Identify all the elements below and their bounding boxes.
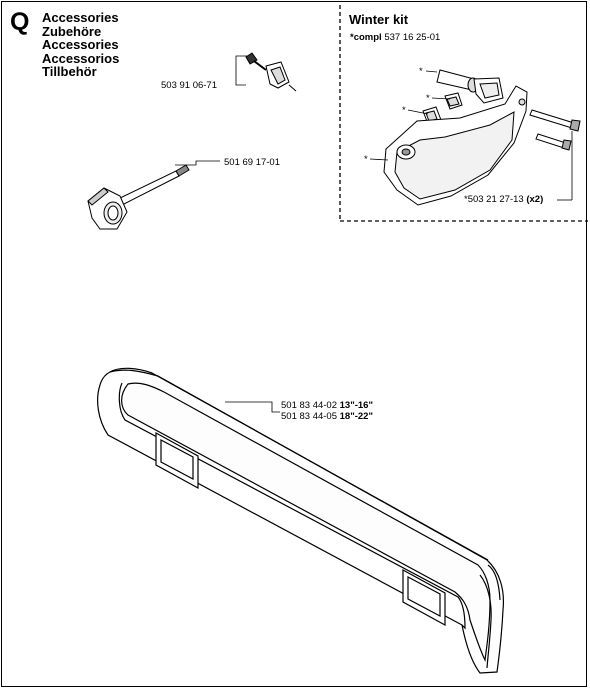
title-french: Accessories [42, 37, 119, 52]
screw-part-label: *503 21 27-13 (x2) [464, 194, 543, 205]
winter-kit-parts [383, 69, 581, 206]
section-letter: Q [10, 8, 30, 36]
asterisk-marker-tube: * [419, 66, 423, 77]
bar-guard-leader [225, 401, 280, 413]
bar-guard-part [97, 367, 505, 674]
asterisk-marker-clip-1: * [426, 93, 430, 104]
screw-part-number: *503 21 27-13 [464, 194, 524, 205]
winter-kit-box [339, 5, 588, 222]
wrench-part [87, 164, 190, 230]
guard-label-2: 501 83 44-05 18"-22" [281, 411, 373, 422]
guard-2-size: 18"-22" [339, 411, 373, 422]
compl-number: 537 16 25-01 [384, 32, 441, 43]
wrench-leader [175, 160, 220, 166]
winter-kit-title: Winter kit [349, 12, 409, 27]
clip-part [245, 52, 297, 92]
asterisk-marker-cover: * [364, 154, 368, 165]
compl-label: *compl [350, 32, 382, 43]
title-german: Zubehöre [42, 23, 102, 39]
wrench-part-number: 501 69 17-01 [224, 157, 280, 168]
guard-2-number: 501 83 44-05 [281, 411, 337, 422]
section-titles: Accessories Zubehöre Accessories Accesso… [42, 11, 119, 79]
clip-leader [235, 55, 248, 86]
title-spanish: Accessorios [42, 50, 120, 66]
guard-label-1: 501 83 44-02 13"-16" [281, 400, 373, 411]
winter-kit-leaders [369, 70, 573, 201]
guard-1-size: 13"-16" [339, 400, 373, 411]
screw-quantity: (x2) [526, 194, 544, 205]
clip-part-number: 503 91 06-71 [161, 80, 217, 91]
winter-kit-compl: *compl 537 16 25-01 [350, 32, 440, 43]
title-swedish: Tillbehör [42, 64, 97, 79]
guard-1-number: 501 83 44-02 [281, 400, 337, 411]
title-english: Accessories [42, 10, 119, 25]
asterisk-marker-clip-2: * [402, 105, 406, 116]
